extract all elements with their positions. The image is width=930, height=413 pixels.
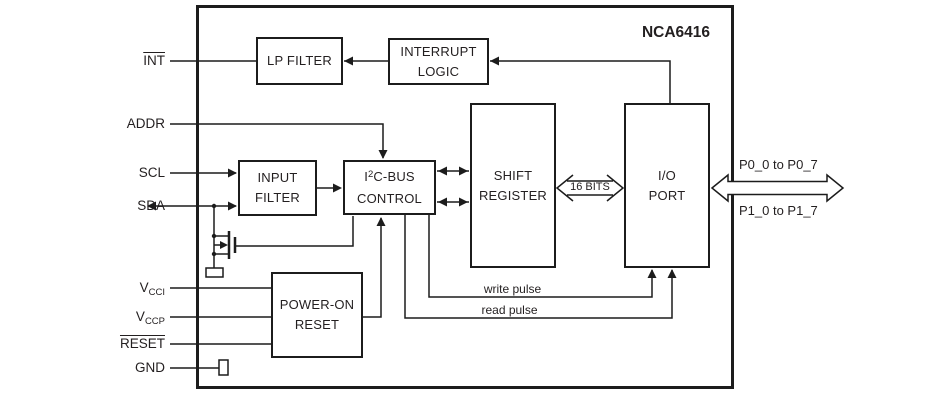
bus-width-label: 16 BITS bbox=[570, 181, 610, 193]
pin-int: INT bbox=[40, 52, 165, 70]
write-pulse-label: write pulse bbox=[483, 282, 542, 296]
shift-register-label-line2: REGISTER bbox=[478, 187, 548, 203]
pin-scl-label: SCL bbox=[138, 165, 165, 180]
pin-vcci-base: V bbox=[139, 280, 149, 295]
arrow-sda-out bbox=[147, 201, 156, 211]
block-interrupt-logic: INTERRUPT LOGIC bbox=[388, 38, 489, 85]
block-power-on-reset: POWER-ON RESET bbox=[271, 272, 363, 358]
arrowheads bbox=[147, 56, 677, 278]
junction-dot-source bbox=[211, 251, 217, 257]
input-filter-label-line1: INPUT bbox=[257, 170, 298, 185]
i2c-bus-label-line2: CONTROL bbox=[357, 190, 422, 206]
chip-boundary bbox=[196, 5, 734, 389]
io-port-label-line2: PORT bbox=[648, 187, 686, 203]
pin-sda: SDA bbox=[40, 197, 165, 215]
block-i2c-bus-control: I2C-BUS CONTROL bbox=[343, 160, 436, 215]
power-on-reset-label-line2: RESET bbox=[294, 317, 340, 332]
input-filter-label-line2: FILTER bbox=[254, 190, 301, 205]
pin-sda-label: SDA bbox=[137, 198, 165, 213]
pin-int-label: INT bbox=[143, 53, 165, 68]
pin-reset: RESET bbox=[40, 335, 165, 353]
i2c-label-pre: I bbox=[364, 168, 369, 184]
mosfet-gate-wire bbox=[235, 216, 354, 247]
i2c-label-post: C-BUS bbox=[373, 168, 415, 184]
pin-vccp-base: V bbox=[135, 309, 145, 324]
junction-dot-drain bbox=[211, 233, 217, 239]
arrow-por-into-i2c bbox=[376, 217, 386, 226]
arrow-write-into-ioport bbox=[647, 269, 657, 278]
interrupt-logic-label-line1: INTERRUPT bbox=[400, 43, 477, 59]
arrow-i2c-shift-right-2 bbox=[459, 197, 468, 207]
junction-dot-sda bbox=[211, 203, 217, 209]
block-lp-filter: LP FILTER bbox=[256, 37, 343, 85]
port0-range-label: P0_0 to P0_7 bbox=[739, 157, 818, 172]
write-pulse-wire bbox=[428, 215, 653, 298]
io-port-label-line1: I/O bbox=[658, 167, 676, 183]
power-on-reset-label-line1: POWER-ON bbox=[279, 297, 355, 312]
arrow-mosfet-bulk bbox=[220, 241, 228, 249]
gnd-pad bbox=[218, 359, 229, 376]
arrow-sda-into-inputfilter bbox=[228, 201, 237, 211]
wires bbox=[149, 60, 845, 376]
block-input-filter: INPUT FILTER bbox=[238, 160, 317, 216]
port-bus-arrow bbox=[710, 173, 845, 203]
port1-range-label: P1_0 to P1_7 bbox=[739, 203, 818, 218]
arrow-shift-i2c-left-1 bbox=[438, 166, 447, 176]
interrupt-logic-label-line2: LOGIC bbox=[417, 63, 460, 79]
pin-gnd: GND bbox=[40, 359, 165, 377]
chip-name: NCA6416 bbox=[641, 24, 710, 41]
arrow-scl-into-inputfilter bbox=[228, 168, 237, 178]
arrow-into-interrupt-logic bbox=[490, 56, 499, 66]
pin-vcci-sub: CCI bbox=[148, 287, 165, 298]
pin-vccp: VCCP bbox=[40, 308, 165, 327]
read-pulse-label: read pulse bbox=[481, 303, 538, 317]
shift-register-label-line1: SHIFT bbox=[493, 167, 533, 183]
arrow-i2c-shift-right-1 bbox=[459, 166, 468, 176]
block-io-port: I/O PORT bbox=[624, 103, 710, 268]
pin-vcci: VCCI bbox=[40, 279, 165, 298]
i2c-bus-label-line1: I2C-BUS bbox=[364, 167, 415, 189]
pin-reset-label: RESET bbox=[119, 336, 165, 351]
mosfet-ground-pad bbox=[205, 267, 224, 278]
pin-scl: SCL bbox=[40, 164, 165, 182]
i2c-label-sup: 2 bbox=[368, 168, 374, 180]
read-pulse-wire bbox=[404, 215, 673, 319]
16bit-bus-arrow bbox=[555, 174, 625, 202]
ioport-to-interrupt-wire bbox=[490, 60, 671, 103]
pin-vccp-sub: CCP bbox=[144, 316, 165, 327]
block-shift-register: SHIFT REGISTER bbox=[470, 103, 556, 268]
lp-filter-label: LP FILTER bbox=[267, 53, 332, 68]
pin-addr-label: ADDR bbox=[126, 116, 165, 131]
arrow-read-into-ioport bbox=[667, 269, 677, 278]
por-output-wire bbox=[363, 218, 382, 318]
pin-gnd-label: GND bbox=[135, 360, 165, 375]
arrow-addr-into-i2c bbox=[378, 150, 388, 159]
arrow-into-lpfilter bbox=[344, 56, 353, 66]
addr-wire bbox=[170, 123, 384, 158]
arrow-shift-i2c-left-2 bbox=[438, 197, 447, 207]
arrow-inputfilter-into-i2c bbox=[333, 183, 342, 193]
pin-addr: ADDR bbox=[40, 115, 165, 133]
